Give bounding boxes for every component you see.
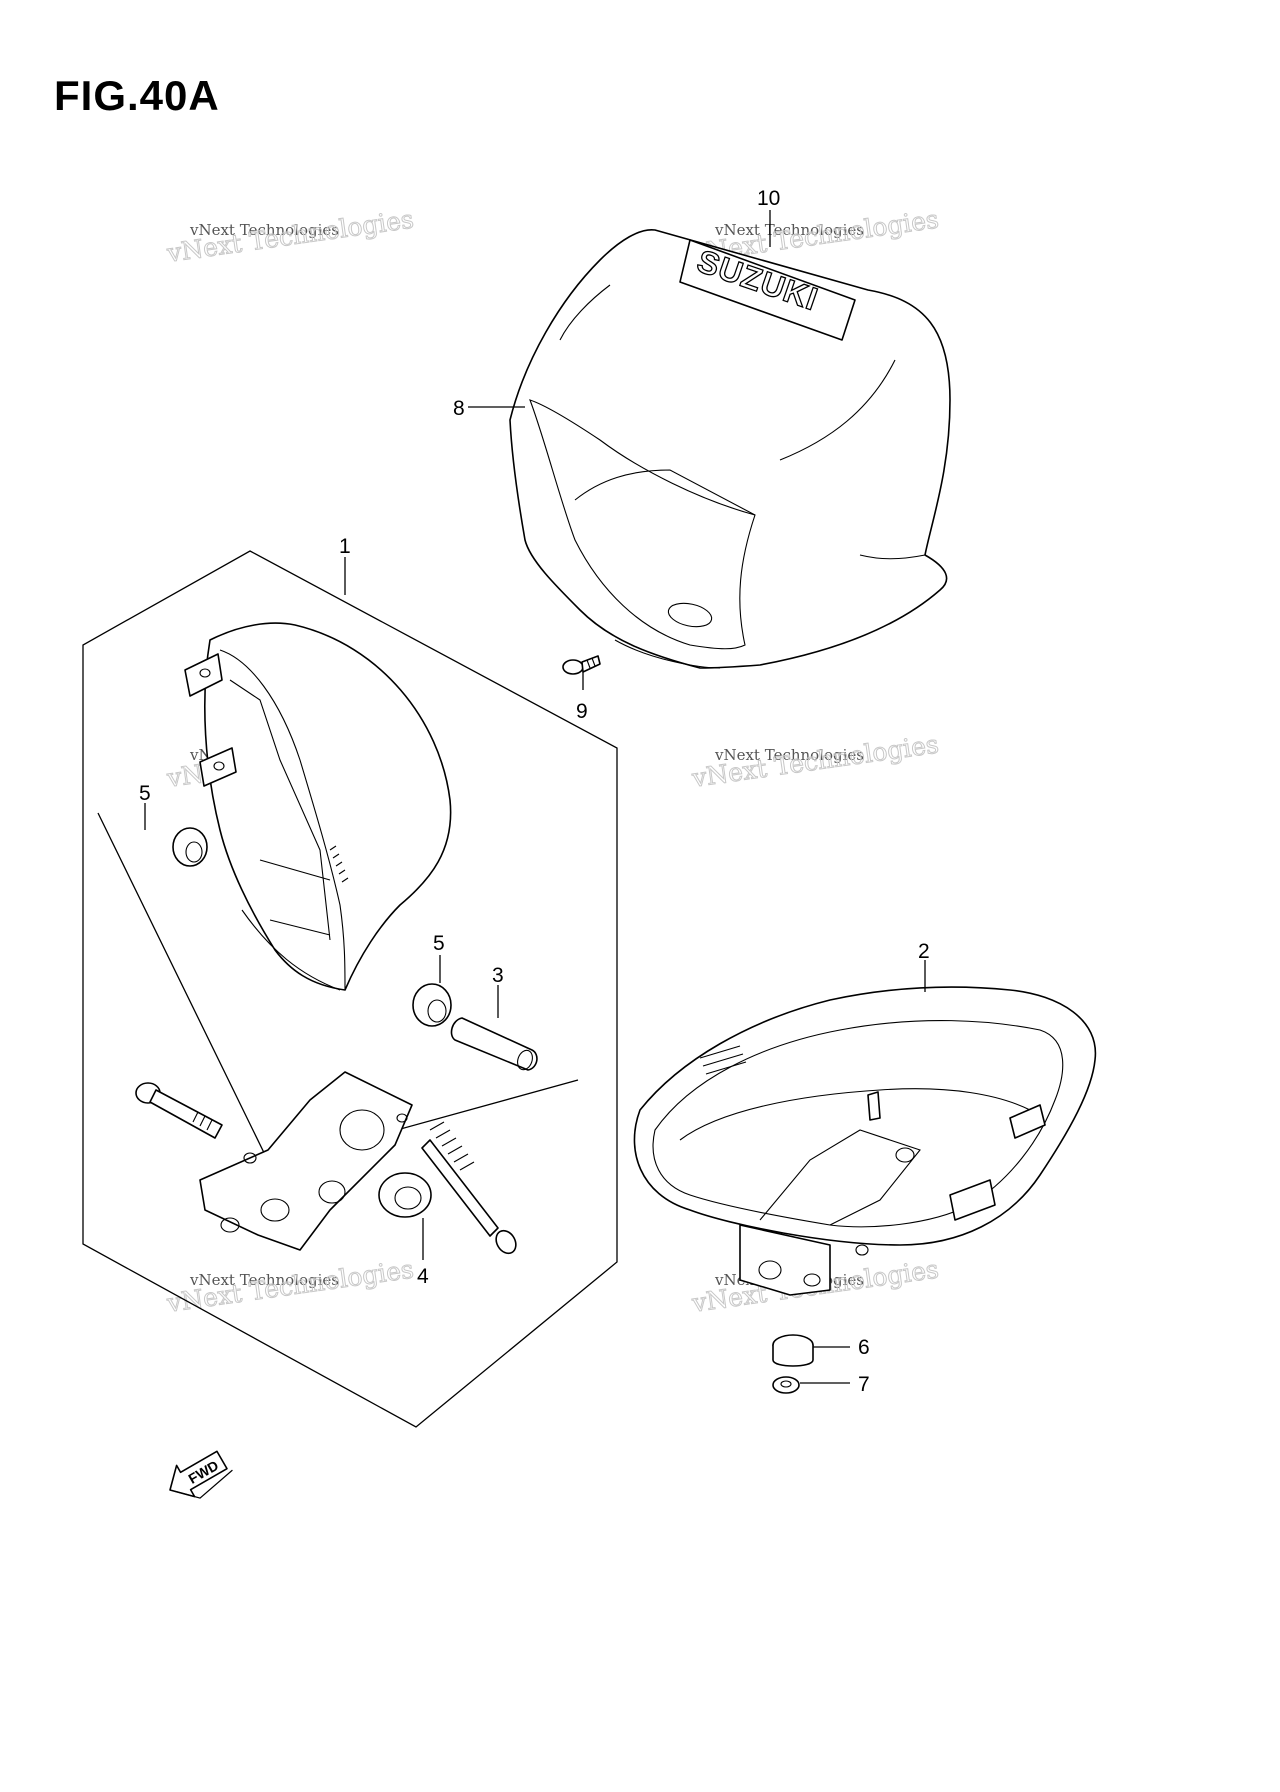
watermark: vNext Technologies vNext Technologies [164,204,416,268]
collar-part [450,1017,538,1071]
bolt-part [135,1082,223,1139]
assembly-boundary [82,550,618,1428]
callout-3: 3 [492,964,504,987]
watermark-text: vNext Technologies [714,221,864,239]
forward-direction-arrow: FWD [169,1450,233,1499]
callout-4: 4 [417,1265,429,1288]
callout-2: 2 [918,940,930,963]
watermark-text: vNext Technologies [164,205,415,268]
callout-7: 7 [858,1373,870,1396]
headlight-cowl: SUZUKI [509,229,951,669]
adjusting-screw-part [421,1121,517,1255]
nut-part [772,1376,800,1394]
headlight-bracket [199,1071,413,1251]
callout-8: 8 [453,397,465,420]
callout-5-lower: 5 [433,932,445,955]
grommet-part [412,983,452,1027]
grommet-part [172,827,208,867]
headlight-housing [184,622,452,991]
headlight-case [633,986,1097,1296]
callout-1: 1 [339,535,351,558]
callout-6: 6 [858,1336,870,1359]
grommet-part [378,1172,432,1218]
callout-10: 10 [757,187,780,210]
watermark: vNext Technologies vNext Technologies [164,1254,416,1318]
leader-lines [144,210,926,1384]
cushion-part [772,1334,814,1367]
figure-title: FIG.40A [54,72,220,119]
watermark-text: vNext Technologies [189,1271,339,1289]
callout-5-upper: 5 [139,782,151,805]
watermark-text: vNext Technologies [164,1255,415,1318]
watermark-text: vNext Technologies [689,730,940,793]
callouts: 10 8 9 1 5 5 3 4 2 6 7 [139,187,930,1396]
screw-part [562,655,601,675]
watermark-text: vNext Technologies [714,746,864,764]
watermark-text: vNext Technologies [189,221,339,239]
callout-9: 9 [576,700,588,723]
watermark: vNext Technologies vNext Technologies [689,729,941,793]
